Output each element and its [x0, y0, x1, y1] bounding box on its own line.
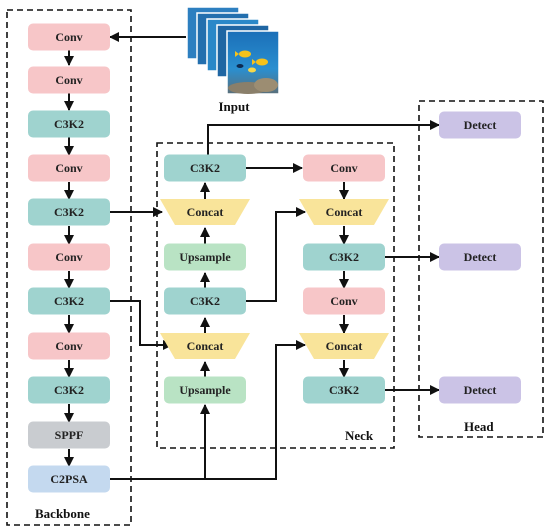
backbone-c3k2-label-6: C3K2	[54, 294, 84, 308]
neck_left-concat-label-4: Concat	[187, 339, 224, 353]
backbone-c2psa-block-10	[28, 465, 110, 493]
neck_right-concat-label-1: Concat	[326, 205, 363, 219]
fish-icon	[235, 50, 268, 73]
backbone-c3k2-label-4: C3K2	[54, 205, 84, 219]
backbone-c3k2-label-2: C3K2	[54, 117, 84, 131]
backbone-conv-label-1: Conv	[55, 73, 82, 87]
neck_left-c3k2-label-3: C3K2	[190, 294, 220, 308]
neck_left-upsample-label-5: Upsample	[179, 383, 231, 397]
neck_left-upsample-block-5	[164, 376, 246, 404]
backbone-conv-label-7: Conv	[55, 339, 82, 353]
head-detect-block-2	[439, 376, 521, 404]
neck_left-concat-label-1: Concat	[187, 205, 224, 219]
backbone-conv-block-0	[28, 23, 110, 51]
neck_right-concat-block-1	[299, 199, 389, 225]
neck_right-conv-block-3	[303, 287, 385, 315]
backbone-conv-label-3: Conv	[55, 161, 82, 175]
backbone-sppf-block-9	[28, 421, 110, 449]
backbone-label: Backbone	[35, 506, 90, 521]
head-detect-block-1	[439, 243, 521, 271]
backbone-conv-block-7	[28, 332, 110, 360]
backbone-conv-block-3	[28, 154, 110, 182]
head-label: Head	[464, 419, 494, 434]
neck_right-c3k2-label-2: C3K2	[329, 250, 359, 264]
head-detect-label-2: Detect	[464, 383, 497, 397]
neck_left-concat-block-4	[160, 333, 250, 359]
backbone-conv-label-0: Conv	[55, 30, 82, 44]
backbone-sppf-label-9: SPPF	[55, 428, 84, 442]
neck_left-concat-block-1	[160, 199, 250, 225]
backbone-conv-label-5: Conv	[55, 250, 82, 264]
neck_right-concat-block-4	[299, 333, 389, 359]
neck_right-concat-label-4: Concat	[326, 339, 363, 353]
head-detect-block-0	[439, 111, 521, 139]
head-detect-label-0: Detect	[464, 118, 497, 132]
neck_right-c3k2-block-5	[303, 376, 385, 404]
neck-label: Neck	[345, 428, 374, 443]
backbone-frame	[6, 9, 132, 526]
neck_left-c3k2-block-0	[164, 154, 246, 182]
neck_right-conv-block-0	[303, 154, 385, 182]
blocks: ConvConvC3K2ConvC3K2ConvC3K2ConvC3K2SPPF…	[28, 23, 521, 493]
neck_right-conv-label-0: Conv	[330, 161, 357, 175]
backbone-c3k2-block-8	[28, 376, 110, 404]
neck_right-conv-label-3: Conv	[330, 294, 357, 308]
neck_right-c3k2-label-5: C3K2	[329, 383, 359, 397]
input-image-stack	[186, 6, 280, 95]
input-label: Input	[218, 99, 250, 114]
backbone-c3k2-label-8: C3K2	[54, 383, 84, 397]
neck_right-c3k2-block-2	[303, 243, 385, 271]
neck_left-upsample-label-2: Upsample	[179, 250, 231, 264]
connectors	[64, 32, 440, 480]
backbone-c3k2-block-2	[28, 110, 110, 138]
backbone-conv-block-5	[28, 243, 110, 271]
neck_left-c3k2-block-3	[164, 287, 246, 315]
backbone-c2psa-label-10: C2PSA	[50, 472, 88, 486]
backbone-conv-block-1	[28, 66, 110, 94]
backbone-c3k2-block-6	[28, 287, 110, 315]
neck_left-c3k2-label-0: C3K2	[190, 161, 220, 175]
neck_left-upsample-block-2	[164, 243, 246, 271]
head-frame	[418, 100, 544, 438]
backbone-c3k2-block-4	[28, 198, 110, 226]
head-detect-label-1: Detect	[464, 250, 497, 264]
